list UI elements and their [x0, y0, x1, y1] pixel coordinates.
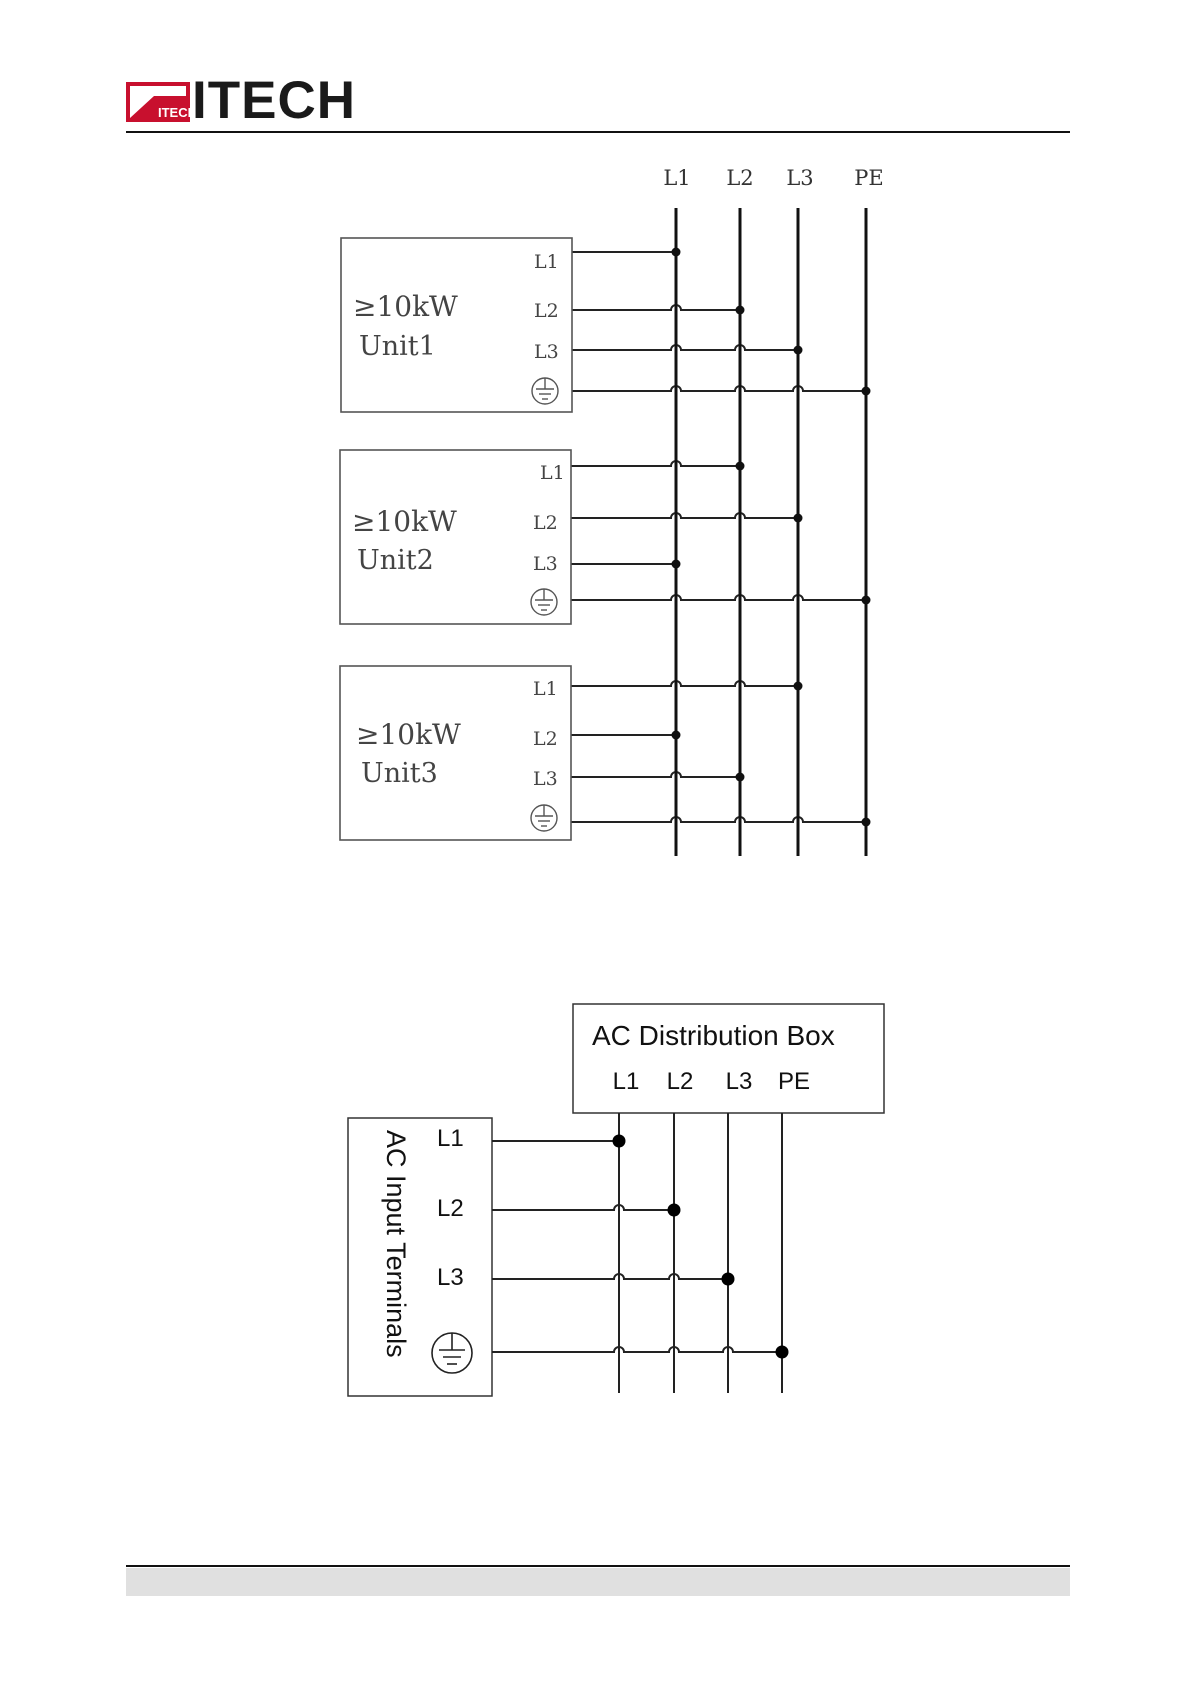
unit-3-wire-pe	[571, 817, 866, 822]
unit-3-name: Unit3	[361, 758, 438, 789]
junction-dot	[672, 731, 681, 740]
unit-3-terminal-l1: L1	[533, 678, 558, 700]
junction-dot	[794, 346, 803, 355]
junction-dot	[776, 1346, 789, 1359]
input-label-l1: L1	[437, 1125, 464, 1152]
input-label-l2: L2	[437, 1195, 464, 1222]
junction-dot	[862, 596, 871, 605]
unit-1-rating: ≥10kW	[353, 290, 458, 323]
top-parallel-wiring-diagram: L1 L2 L3 PE ≥10kW Unit1 L1 L2 L3 ≥10	[340, 166, 884, 856]
junction-dot	[736, 306, 745, 315]
ac-input-terminals-box: AC Input Terminals L1 L2 L3	[348, 1118, 492, 1396]
unit-1-terminal-l1: L1	[534, 251, 559, 273]
input-wire-pe	[492, 1347, 782, 1352]
junction-dot	[736, 462, 745, 471]
bus-label-pe: PE	[854, 166, 883, 190]
input-wire-l3	[492, 1274, 728, 1279]
unit-1-box: ≥10kW Unit1 L1 L2 L3	[341, 238, 572, 412]
junction-dot	[794, 514, 803, 523]
bus-label-l3: L3	[786, 166, 813, 190]
unit-3-rating: ≥10kW	[356, 718, 461, 751]
source-label-l3: L3	[726, 1068, 753, 1095]
unit-2-terminal-l1: L1	[540, 462, 565, 484]
bottom-input-wiring-diagram: AC Distribution Box L1 L2 L3 PE AC Input…	[348, 1004, 884, 1396]
unit-1-wire-l2	[572, 305, 740, 310]
bus-label-l1: L1	[663, 166, 690, 190]
unit-1-wire-l3	[572, 345, 798, 350]
source-label-pe: PE	[778, 1068, 810, 1095]
input-wire-l2	[492, 1205, 674, 1210]
unit-1-name: Unit1	[359, 331, 436, 362]
input-label-l3: L3	[437, 1264, 464, 1291]
junction-dot	[862, 818, 871, 827]
ground-icon	[531, 589, 557, 615]
unit-3-wire-l1	[571, 681, 798, 686]
unit-2-name: Unit2	[357, 545, 434, 576]
unit-2-terminal-l3: L3	[533, 553, 558, 575]
unit-1-wire-pe	[572, 386, 866, 391]
distribution-box-title: AC Distribution Box	[592, 1020, 835, 1051]
unit-1-terminal-l3: L3	[534, 341, 559, 363]
ground-icon	[432, 1333, 472, 1373]
ground-icon	[531, 805, 557, 831]
junction-dot	[672, 248, 681, 257]
unit-2-wire-l1	[571, 461, 740, 466]
junction-dot	[862, 387, 871, 396]
footer-band	[126, 1568, 1070, 1596]
ground-icon	[532, 378, 558, 404]
unit-2-box: ≥10kW Unit2 L1 L2 L3	[340, 450, 571, 624]
bus-label-l2: L2	[726, 166, 753, 190]
junction-dot	[722, 1273, 735, 1286]
junction-dot	[794, 682, 803, 691]
unit-3-wire-l3	[571, 772, 740, 777]
junction-dot	[672, 560, 681, 569]
junction-dot	[668, 1204, 681, 1217]
unit-2-wire-l2	[571, 513, 798, 518]
unit-2-wire-pe	[571, 595, 866, 600]
unit-2-rating: ≥10kW	[352, 505, 457, 538]
unit-3-terminal-l2: L2	[533, 728, 558, 750]
input-terminals-title: AC Input Terminals	[381, 1130, 411, 1358]
unit-3-box: ≥10kW Unit3 L1 L2 L3	[340, 666, 571, 840]
source-label-l2: L2	[667, 1068, 694, 1095]
ac-distribution-box: AC Distribution Box L1 L2 L3 PE	[573, 1004, 884, 1113]
unit-1-terminal-l2: L2	[534, 300, 559, 322]
junction-dot	[736, 773, 745, 782]
unit-2-terminal-l2: L2	[533, 512, 558, 534]
footer-divider	[126, 1565, 1070, 1567]
source-label-l1: L1	[613, 1068, 640, 1095]
junction-dot	[613, 1135, 626, 1148]
unit-3-terminal-l3: L3	[533, 768, 558, 790]
